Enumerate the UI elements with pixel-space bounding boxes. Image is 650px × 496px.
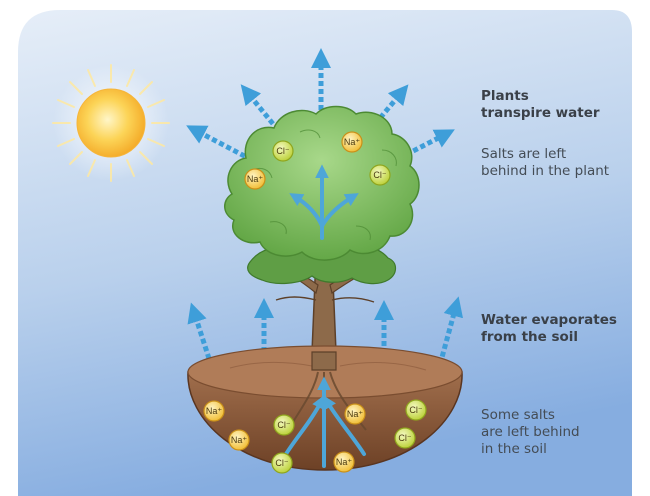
- ion-na-canopy-1: Na⁺: [342, 132, 362, 152]
- soil-salts-label: Some salts are left behind in the soil: [481, 407, 580, 458]
- ion-na-soil-3: Na⁺: [229, 430, 249, 450]
- ion-cl-soil-4-label: Cl⁻: [275, 458, 288, 468]
- ion-na-soil-2: Na⁺: [345, 404, 365, 424]
- ion-cl-canopy-2-label: Cl⁻: [373, 170, 386, 180]
- transpire-heading-line2: transpire water: [481, 105, 600, 121]
- ion-na-soil-1: Na⁺: [204, 401, 224, 421]
- ion-na-canopy-2: Na⁺: [245, 169, 265, 189]
- evaporate-heading-line2: from the soil: [481, 329, 578, 345]
- plant-salts-line1: Salts are left: [481, 146, 566, 162]
- ion-cl-soil-4: Cl⁻: [272, 453, 292, 473]
- ion-cl-soil-3: Cl⁻: [395, 428, 415, 448]
- evaporate-heading: Water evaporates from the soil: [481, 312, 617, 346]
- ion-cl-soil-2-label: Cl⁻: [409, 405, 422, 415]
- transpire-heading-line1: Plants: [481, 88, 529, 104]
- ion-cl-soil-1: Cl⁻: [274, 415, 294, 435]
- transpire-heading: Plants transpire water: [481, 88, 600, 122]
- ion-na-soil-2-label: Na⁺: [347, 409, 364, 419]
- evaporate-heading-line1: Water evaporates: [481, 312, 617, 328]
- ion-cl-canopy-1-label: Cl⁻: [276, 146, 289, 156]
- ion-cl-soil-3-label: Cl⁻: [398, 433, 411, 443]
- ion-na-soil-4: Na⁺: [334, 452, 354, 472]
- ion-na-canopy-2-label: Na⁺: [247, 174, 264, 184]
- soil-salts-line3: in the soil: [481, 441, 547, 457]
- soil-salts-line2: are left behind: [481, 424, 580, 440]
- ion-cl-canopy-1: Cl⁻: [273, 141, 293, 161]
- ion-cl-canopy-2: Cl⁻: [370, 165, 390, 185]
- ion-na-soil-3-label: Na⁺: [231, 435, 248, 445]
- ion-na-soil-1-label: Na⁺: [206, 406, 223, 416]
- soil-salts-line1: Some salts: [481, 407, 555, 423]
- ion-na-canopy-1-label: Na⁺: [344, 137, 361, 147]
- plant-salts-line2: behind in the plant: [481, 163, 609, 179]
- plant-salts-label: Salts are left behind in the plant: [481, 146, 609, 180]
- ion-cl-soil-2: Cl⁻: [406, 400, 426, 420]
- ion-na-soil-4-label: Na⁺: [336, 457, 353, 467]
- ion-cl-soil-1-label: Cl⁻: [277, 420, 290, 430]
- sun-icon: [53, 65, 169, 181]
